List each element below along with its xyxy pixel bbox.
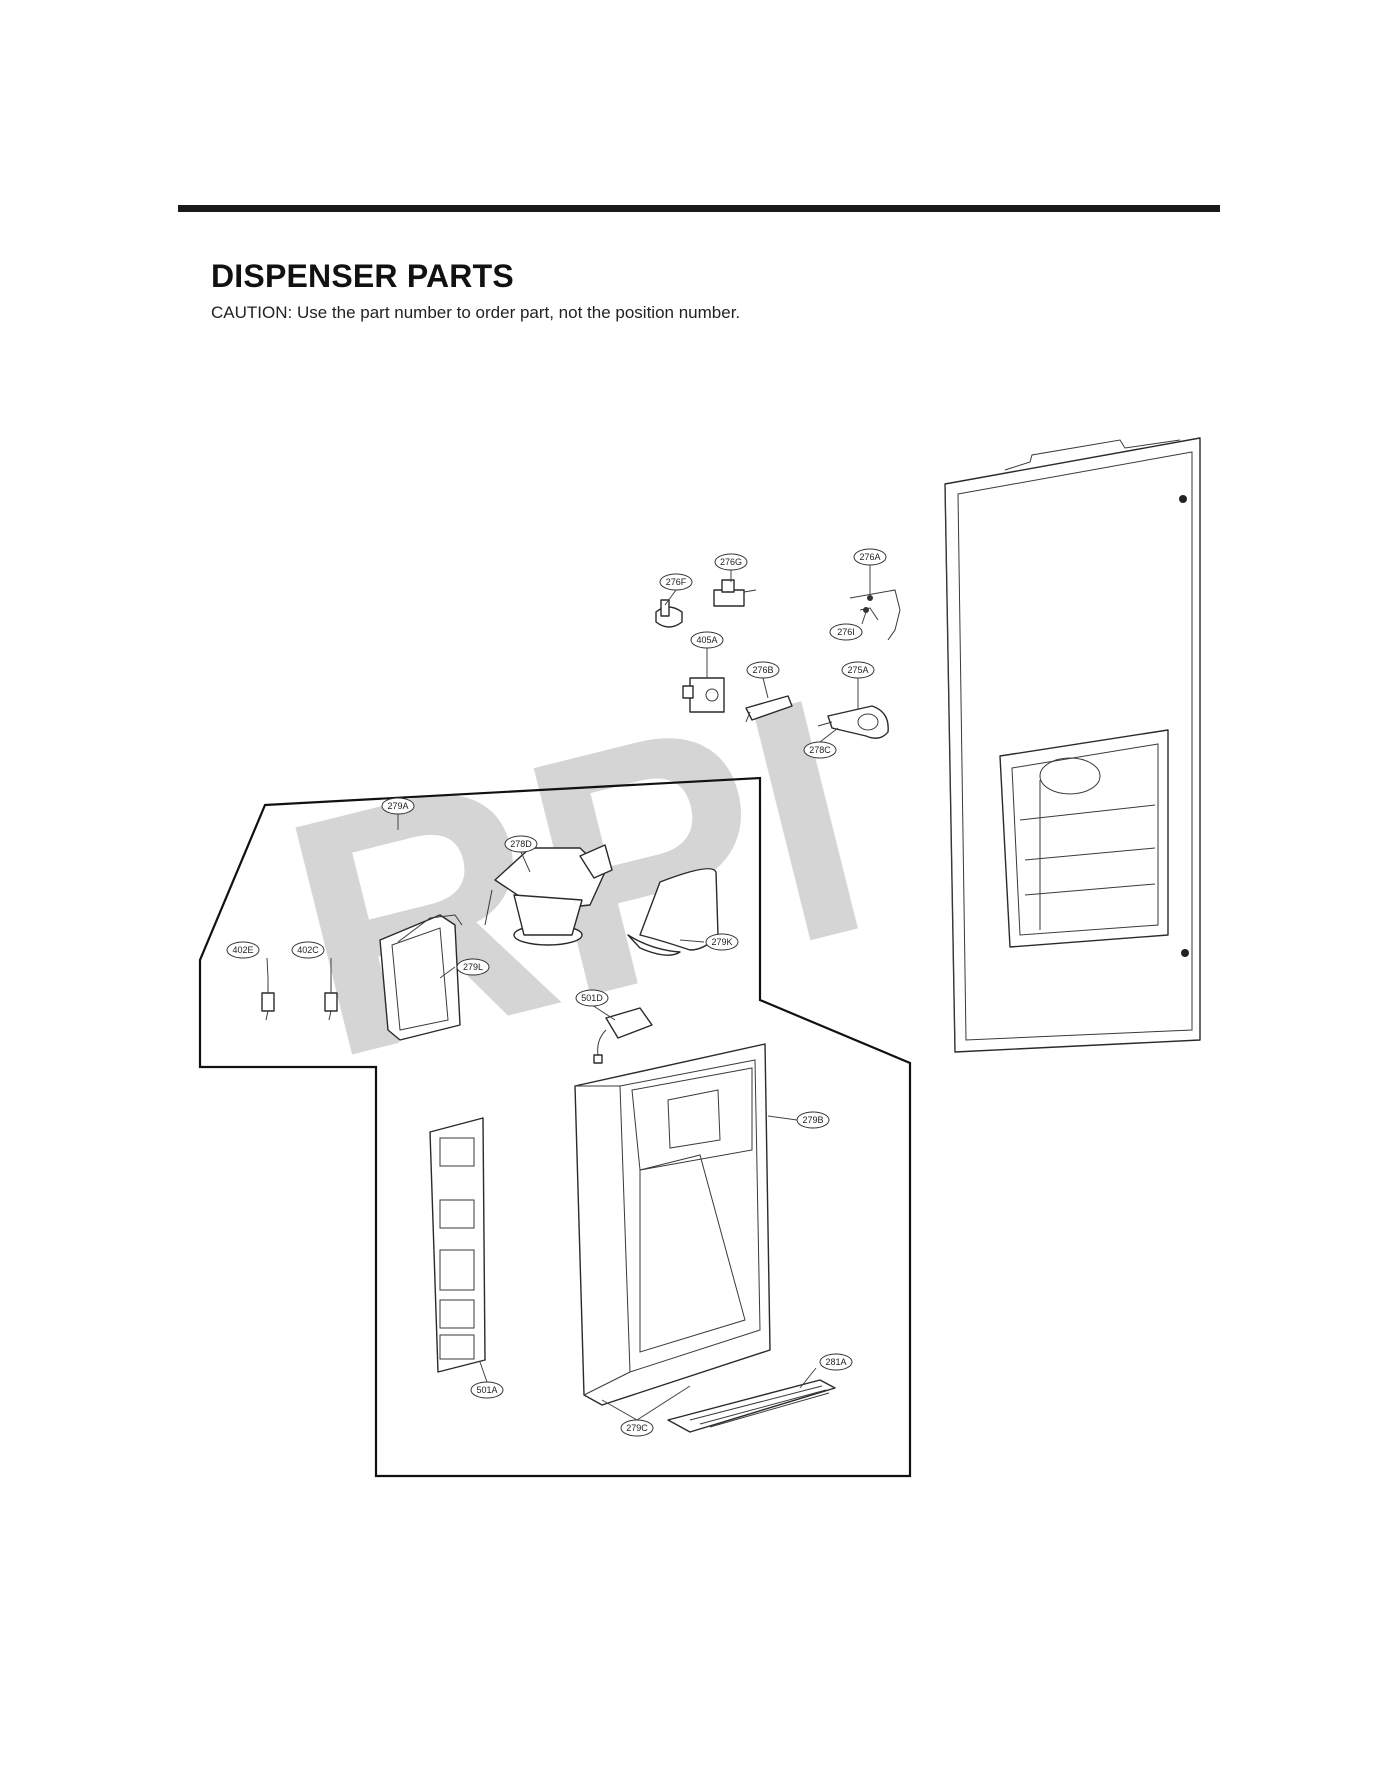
part-402E xyxy=(261,978,275,1021)
callout-276B: 276B xyxy=(746,661,780,679)
part-275A xyxy=(817,705,889,739)
callout-275A: 275A xyxy=(841,661,875,679)
svg-text:276B: 276B xyxy=(752,665,773,675)
svg-text:501A: 501A xyxy=(476,1385,497,1395)
svg-text:276A: 276A xyxy=(859,552,880,562)
svg-text:276G: 276G xyxy=(720,557,742,567)
callout-405A: 405A xyxy=(690,631,724,649)
header-rule xyxy=(178,205,1220,212)
callout-278D: 278D xyxy=(504,835,538,853)
part-402C xyxy=(324,978,338,1021)
assembly-boundary xyxy=(198,776,912,1478)
part-279B xyxy=(574,1043,771,1406)
part-501D xyxy=(593,1007,653,1064)
door-bolt-bottom-icon xyxy=(1181,949,1189,957)
part-501A xyxy=(429,1117,486,1373)
callout-279K: 279K xyxy=(705,933,739,951)
callout-501A: 501A xyxy=(470,1381,504,1399)
callout-279B: 279B xyxy=(796,1111,830,1129)
svg-text:402E: 402E xyxy=(232,945,253,955)
callout-281A: 281A xyxy=(819,1353,853,1371)
svg-text:402C: 402C xyxy=(297,945,319,955)
page-title: DISPENSER PARTS xyxy=(211,258,514,294)
svg-text:279L: 279L xyxy=(463,962,483,972)
callout-402C: 402C xyxy=(291,941,325,959)
svg-text:501D: 501D xyxy=(581,993,603,1003)
callout-279L: 279L xyxy=(456,958,490,976)
callout-402E: 402E xyxy=(226,941,260,959)
part-279L xyxy=(379,914,463,1041)
svg-text:279K: 279K xyxy=(711,937,732,947)
svg-text:279C: 279C xyxy=(626,1423,648,1433)
callout-276I: 276I xyxy=(829,623,863,641)
door-panel-part xyxy=(944,437,1201,1053)
leader-lines xyxy=(266,565,871,1421)
part-276A-276I-linkage xyxy=(849,589,901,641)
svg-text:279A: 279A xyxy=(387,801,408,811)
svg-text:276F: 276F xyxy=(666,577,687,587)
part-405A xyxy=(682,677,725,713)
part-281A xyxy=(667,1379,836,1433)
callout-279A: 279A xyxy=(381,797,415,815)
callout-501D: 501D xyxy=(575,989,609,1007)
svg-text:405A: 405A xyxy=(696,635,717,645)
callout-279C: 279C xyxy=(620,1419,654,1437)
part-278D xyxy=(484,844,613,946)
callout-276F: 276F xyxy=(659,573,693,591)
caution-note: CAUTION: Use the part number to order pa… xyxy=(211,303,741,322)
part-276B xyxy=(745,695,793,723)
callout-278C: 278C xyxy=(803,741,837,759)
part-276F xyxy=(655,599,683,628)
svg-text:278D: 278D xyxy=(510,839,532,849)
part-276G xyxy=(713,579,757,607)
callout-276A: 276A xyxy=(853,548,887,566)
svg-text:279B: 279B xyxy=(802,1115,823,1125)
part-279K xyxy=(627,868,719,956)
svg-text:276I: 276I xyxy=(837,627,855,637)
svg-text:278C: 278C xyxy=(809,745,831,755)
door-bolt-top-icon xyxy=(1179,495,1187,503)
svg-text:281A: 281A xyxy=(825,1357,846,1367)
callout-276G: 276G xyxy=(714,553,748,571)
svg-text:275A: 275A xyxy=(847,665,868,675)
